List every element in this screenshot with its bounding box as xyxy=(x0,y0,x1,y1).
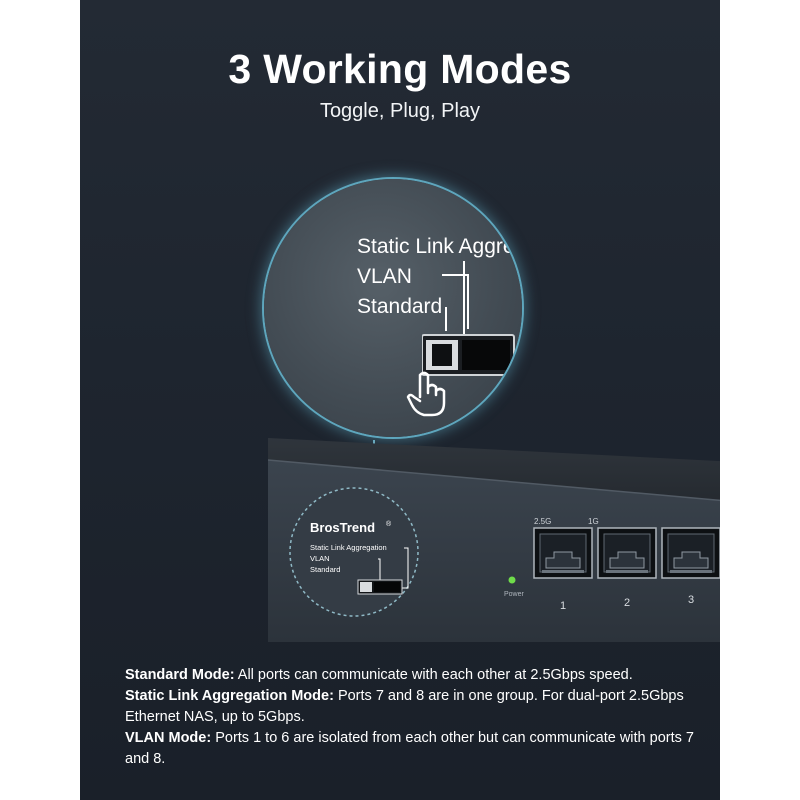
product-infographic: 3 Working Modes Toggle, Plug, Play Stati… xyxy=(80,0,720,800)
mode-standard-text: All ports can communicate with each othe… xyxy=(234,667,633,683)
ethernet-port-2 xyxy=(597,527,657,579)
network-switch: 2.5G 1G 1 2 3 4 Power xyxy=(268,438,720,642)
brand-registered-mark: ® xyxy=(386,520,392,528)
zoom-circle: Static Link Aggregation VLAN Standard xyxy=(264,179,522,437)
mode-sla-text: Ports 7 and 8 are in one group. For dual… xyxy=(125,688,684,725)
mode-descriptions: Standard Mode: All ports can communicate… xyxy=(125,665,705,770)
brand-name: BrosTrend xyxy=(310,520,375,535)
port-number-2: 2 xyxy=(624,597,630,609)
ethernet-port-3 xyxy=(661,527,720,579)
mini-zoom-circle xyxy=(289,487,419,617)
mini-label-standard: Standard xyxy=(310,565,340,574)
mini-label-static-link-aggregation: Static Link Aggregation xyxy=(310,543,387,552)
mode-standard: Standard Mode: All ports can communicate… xyxy=(125,665,705,686)
ethernet-port-1 xyxy=(533,527,593,579)
port-number-3: 3 xyxy=(688,594,694,606)
zoom-label-vlan: VLAN xyxy=(357,265,412,288)
top-label-2-5g: 2.5G xyxy=(534,517,551,526)
mode-standard-name: Standard Mode: xyxy=(125,667,235,683)
power-led-icon xyxy=(508,576,516,584)
mode-vlan-name: VLAN Mode: xyxy=(125,730,212,746)
mode-static-link-aggregation: Static Link Aggregation Mode: Ports 7 an… xyxy=(125,686,705,728)
toggle-switch-icon xyxy=(422,334,515,376)
port-number-1: 1 xyxy=(560,600,566,612)
zoom-label-static-link-aggregation: Static Link Aggregation xyxy=(357,235,522,258)
mini-label-vlan: VLAN xyxy=(310,554,330,563)
hand-pointer-icon xyxy=(406,371,446,417)
page-title: 3 Working Modes xyxy=(228,46,572,92)
mini-toggle-switch-icon xyxy=(357,579,403,595)
zoom-leader-lines xyxy=(442,261,469,350)
top-label-1g: 1G xyxy=(588,517,599,526)
page-subtitle: Toggle, Plug, Play xyxy=(319,100,481,122)
zoom-label-standard: Standard xyxy=(357,295,443,318)
mode-vlan: VLAN Mode: Ports 1 to 6 are isolated fro… xyxy=(125,728,705,770)
power-label: Power xyxy=(504,591,525,598)
mode-vlan-text: Ports 1 to 6 are isolated from each othe… xyxy=(125,730,694,767)
mode-sla-name: Static Link Aggregation Mode: xyxy=(125,688,334,704)
